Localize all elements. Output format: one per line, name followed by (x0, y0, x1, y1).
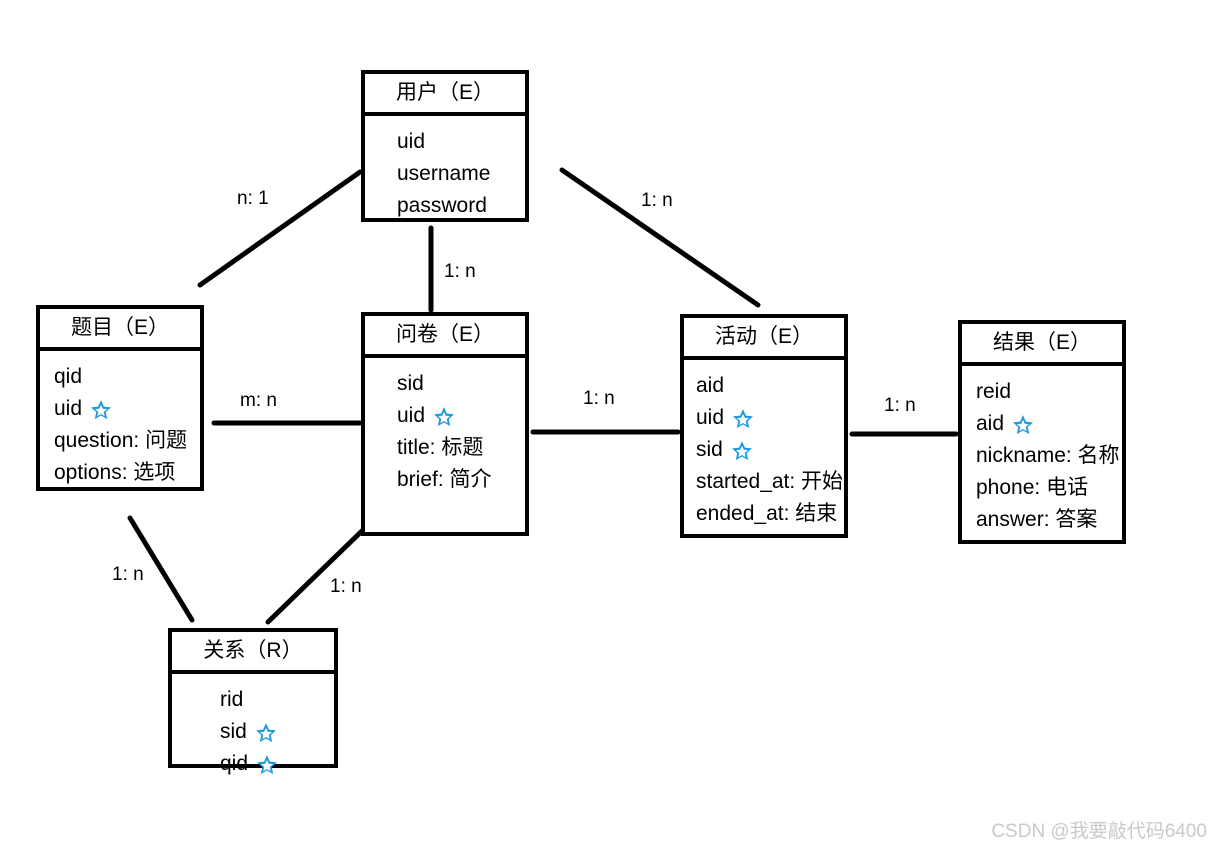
star-icon (1012, 414, 1034, 436)
entity-field: phone: 电话 (976, 472, 1122, 504)
field-label: aid (976, 412, 1005, 435)
field-label: answer: 答案 (976, 508, 1098, 531)
entity-fields-result: reid aid nickname: 名称 phone: 电话 answer: 答案 (962, 366, 1122, 544)
entity-field: question: 问题 (54, 425, 200, 457)
entity-fields-user: uid username password (365, 116, 525, 230)
entity-fields-survey: sid uid title: 标题 brief: 简介 (365, 358, 525, 504)
entity-field: aid (696, 370, 844, 402)
star-icon (732, 408, 754, 430)
field-label: phone: 电话 (976, 476, 1089, 499)
field-label: brief: 简介 (397, 468, 492, 491)
field-label: ended_at: 结束 (696, 502, 838, 525)
cardinality-label-question-relation: 1: n (112, 564, 144, 585)
star-icon (256, 754, 278, 776)
edge-survey-relation (265, 525, 368, 625)
entity-field: reid (976, 376, 1122, 408)
field-label: username (397, 162, 491, 185)
entity-box-activity: 活动（E） aid uid sid started_at: 开始 ended_at: 结束 (680, 314, 848, 538)
star-icon (433, 406, 455, 428)
entity-title-result: 结果（E） (962, 324, 1122, 366)
entity-field: nickname: 名称 (976, 440, 1122, 472)
entity-box-result: 结果（E） reid aid nickname: 名称 phone: 电话 answer:… (958, 320, 1126, 544)
entity-fields-relation: rid sid qid (172, 674, 334, 788)
field-label: sid (220, 720, 247, 743)
field-label: aid (696, 374, 725, 397)
entity-field: qid (220, 748, 334, 780)
entity-field: options: 选项 (54, 457, 200, 489)
entity-title-survey: 问卷（E） (365, 316, 525, 358)
cardinality-label-user-activity: 1: n (641, 190, 673, 211)
star-icon (255, 722, 277, 744)
field-label: rid (220, 688, 244, 711)
entity-field: username (397, 158, 525, 190)
entity-field: qid (54, 361, 200, 393)
entity-box-survey: 问卷（E） sid uid title: 标题 brief: 简介 (361, 312, 529, 536)
cardinality-label-question-survey: m: n (240, 390, 277, 411)
field-label: uid (54, 397, 83, 420)
entity-fields-question: qid uid question: 问题 options: 选项 (40, 351, 200, 497)
cardinality-label-question-user: n: 1 (237, 188, 269, 209)
entity-field: rid (220, 684, 334, 716)
field-label: options: 选项 (54, 461, 176, 484)
field-label: reid (976, 380, 1012, 403)
cardinality-label-survey-relation: 1: n (330, 576, 362, 597)
entity-field: sid (220, 716, 334, 748)
field-label: password (397, 194, 487, 217)
entity-box-user: 用户（E） uid username password (361, 70, 529, 222)
cardinality-label-user-survey: 1: n (444, 261, 476, 282)
entity-title-question: 题目（E） (40, 309, 200, 351)
entity-box-question: 题目（E） qid uid question: 问题 options: 选项 (36, 305, 204, 491)
entity-field: ended_at: 结束 (696, 498, 844, 530)
field-label: started_at: 开始 (696, 470, 844, 493)
entity-field: password (397, 190, 525, 222)
field-label: title: 标题 (397, 436, 484, 459)
entity-field: answer: 答案 (976, 504, 1122, 536)
edge-question-user (197, 169, 363, 288)
entity-field: uid (397, 400, 525, 432)
field-label: qid (220, 752, 249, 775)
entity-field: uid (696, 402, 844, 434)
field-label: uid (397, 404, 426, 427)
entity-field: sid (397, 368, 525, 400)
entity-title-activity: 活动（E） (684, 318, 844, 360)
field-label: question: 问题 (54, 429, 188, 452)
field-label: sid (696, 438, 723, 461)
entity-fields-activity: aid uid sid started_at: 开始 ended_at: 结束 (684, 360, 844, 538)
entity-title-user: 用户（E） (365, 74, 525, 116)
csdn-watermark: CSDN @我要敲代码6400 (991, 821, 1207, 842)
field-label: uid (397, 130, 426, 153)
entity-field: brief: 简介 (397, 464, 525, 496)
star-icon (731, 440, 753, 462)
cardinality-label-activity-result: 1: n (884, 395, 916, 416)
entity-field: started_at: 开始 (696, 466, 844, 498)
field-label: sid (397, 372, 424, 395)
star-icon (90, 399, 112, 421)
entity-box-relation: 关系（R） rid sid qid (168, 628, 338, 775)
entity-title-relation: 关系（R） (172, 632, 334, 674)
entity-field: sid (696, 434, 844, 466)
field-label: nickname: 名称 (976, 444, 1120, 467)
cardinality-label-survey-activity: 1: n (583, 388, 615, 409)
entity-field: aid (976, 408, 1122, 440)
field-label: qid (54, 365, 83, 388)
entity-field: uid (54, 393, 200, 425)
field-label: uid (696, 406, 725, 429)
entity-field: title: 标题 (397, 432, 525, 464)
entity-field: uid (397, 126, 525, 158)
